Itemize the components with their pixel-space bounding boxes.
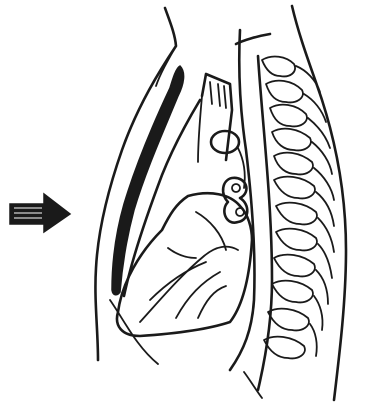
heart — [117, 193, 252, 336]
direction-arrow-icon — [10, 194, 70, 232]
sternum — [112, 66, 184, 295]
